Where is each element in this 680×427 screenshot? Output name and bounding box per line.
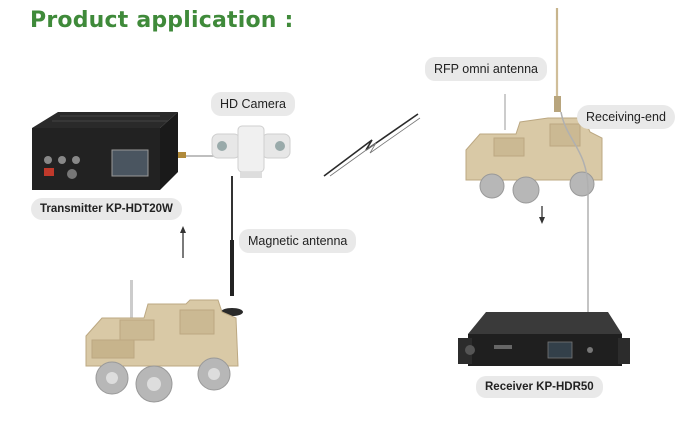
transmitter-label: Transmitter KP-HDT20W (31, 198, 182, 220)
wireless-link-icon (323, 113, 419, 177)
arrow-down-icon (539, 206, 545, 224)
receiver-cable (560, 111, 589, 316)
receiving-end-label: Receiving-end (577, 105, 675, 129)
tx-vehicle-image (85, 280, 239, 403)
arrow-up-icon (180, 226, 186, 258)
hd-camera-device (211, 125, 291, 178)
page-title: Product application : (30, 8, 294, 33)
magnetic-antenna-device (221, 176, 243, 336)
rfp-omni-antenna-device (554, 8, 561, 112)
hd-camera-label: HD Camera (211, 92, 295, 116)
magnetic-antenna-label: Magnetic antenna (239, 229, 357, 253)
receiver-device (458, 312, 630, 366)
receiver-label: Receiver KP-HDR50 (476, 376, 603, 398)
transmitter-device (32, 112, 186, 190)
rfp-antenna-label: RFP omni antenna (425, 57, 547, 81)
